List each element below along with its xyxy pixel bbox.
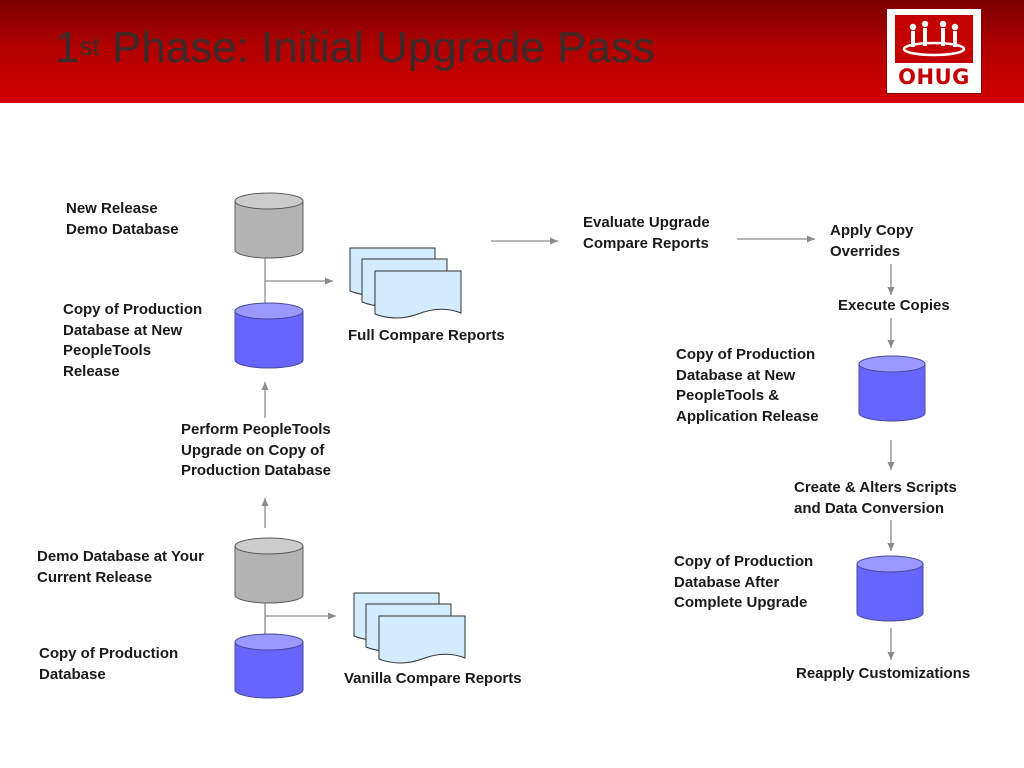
copy-prod-db-cylinder	[234, 633, 304, 699]
copy-prod-app-release-db-cylinder	[858, 355, 926, 422]
ohug-logo: OHUG	[886, 8, 982, 94]
label-full-compare-reports: Full Compare Reports	[348, 327, 505, 344]
connector-lines	[261, 235, 895, 660]
full-compare-reports-stack	[349, 247, 462, 319]
new-release-demo-db-cylinder	[234, 192, 304, 259]
label-reapply-customizations: Reapply Customizations	[796, 665, 971, 682]
copy-prod-new-tools-db-cylinder	[234, 302, 304, 369]
label-execute-copies: Execute Copies	[838, 297, 950, 314]
slide-title: 1st Phase: Initial Upgrade Pass	[55, 23, 655, 72]
demo-db-current-release-cylinder	[234, 537, 304, 604]
copy-prod-after-upgrade-db-cylinder	[856, 555, 924, 622]
label-vanilla-compare-reports: Vanilla Compare Reports	[344, 670, 522, 687]
header-bar: 1st Phase: Initial Upgrade Pass OHUG	[0, 0, 1024, 103]
vanilla-compare-reports-stack	[353, 592, 466, 664]
